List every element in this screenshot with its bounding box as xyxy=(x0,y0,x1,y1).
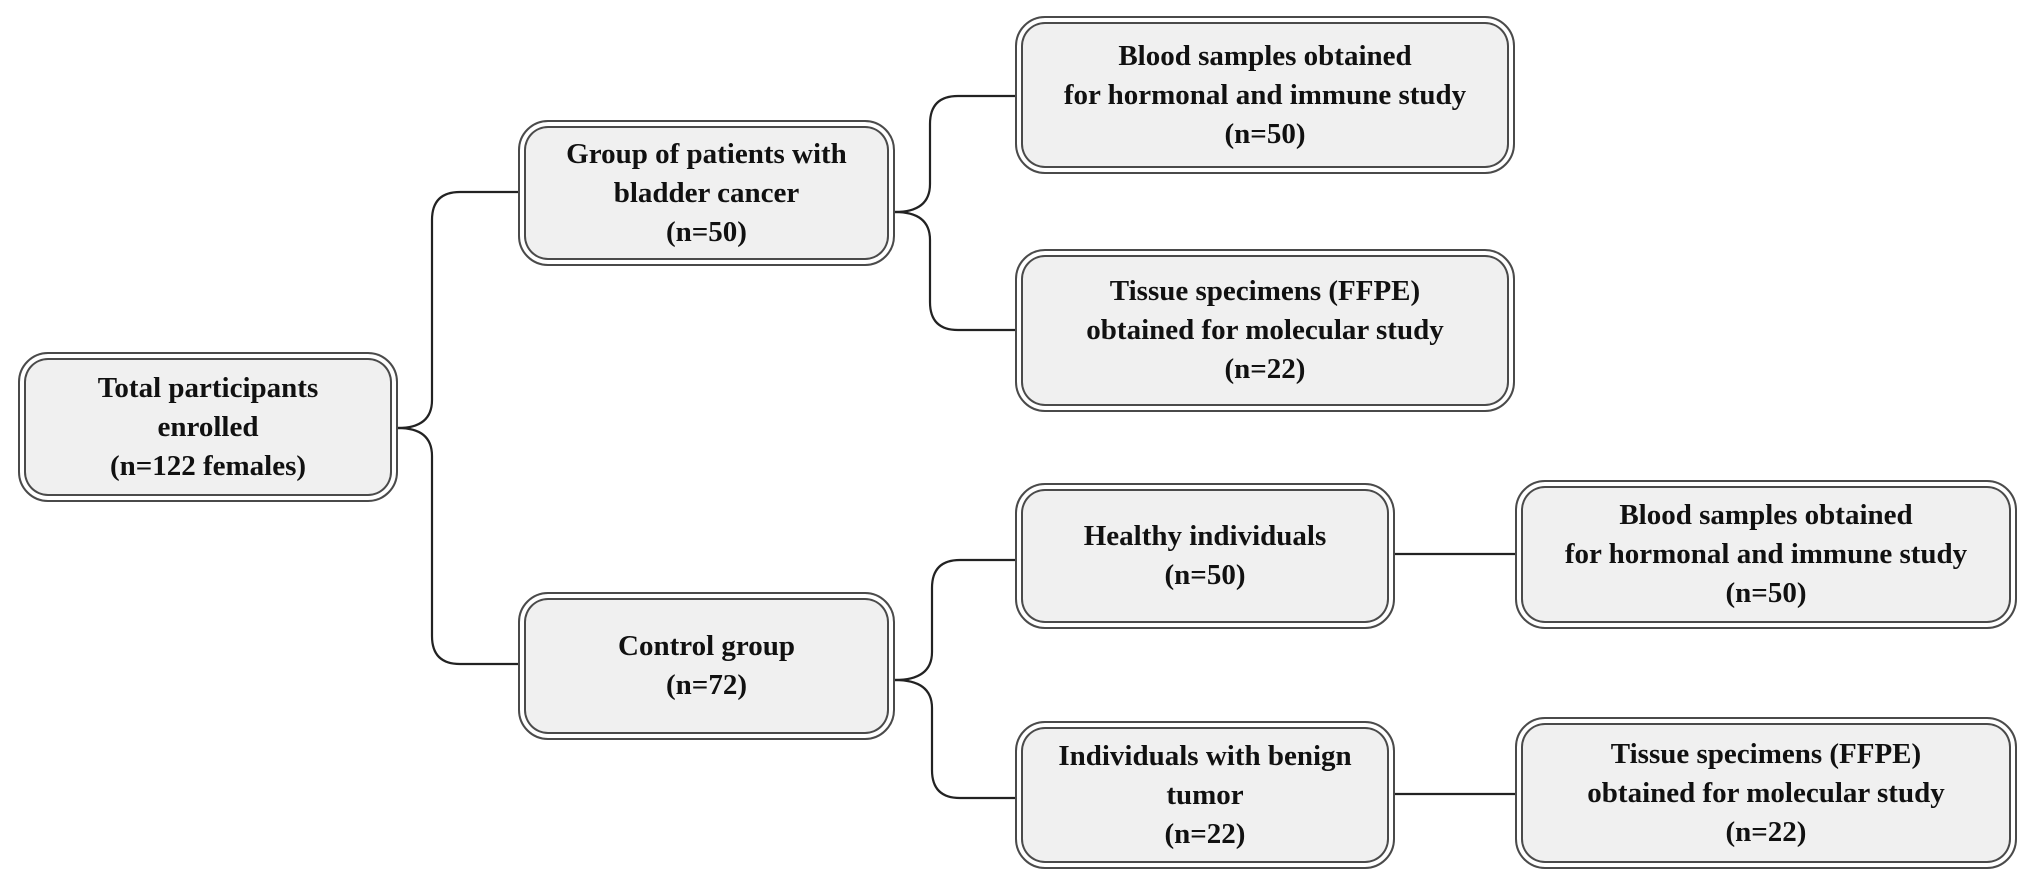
node-benign-tissue-specimens: Tissue specimens (FFPE) obtained for mol… xyxy=(1515,717,2017,869)
node-healthy-blood-samples: Blood samples obtained for hormonal and … xyxy=(1515,480,2017,629)
node-patients-tissue-specimens-label: Tissue specimens (FFPE) obtained for mol… xyxy=(1086,275,1444,385)
node-healthy-individuals: Healthy individuals (n=50) xyxy=(1015,483,1395,629)
node-benign-individuals-label: Individuals with benign tumor (n=22) xyxy=(1058,739,1352,850)
connector-total-to-patients xyxy=(397,190,518,430)
node-control-group: Control group (n=72) xyxy=(518,592,895,740)
node-patients-blood-samples: Blood samples obtained for hormonal and … xyxy=(1015,16,1515,174)
node-total-participants-label: Total participants enrolled (n=122 femal… xyxy=(97,371,319,482)
node-benign-individuals: Individuals with benign tumor (n=22) xyxy=(1015,721,1395,869)
node-patients-group: Group of patients with bladder cancer (n… xyxy=(518,120,895,266)
node-healthy-blood-samples-label: Blood samples obtained for hormonal and … xyxy=(1564,499,1968,609)
connector-patients-to-tissue xyxy=(894,210,1015,332)
node-healthy-individuals-label: Healthy individuals (n=50) xyxy=(1083,520,1327,591)
connector-control-to-benign xyxy=(894,678,1015,800)
connector-control-to-healthy xyxy=(894,558,1015,682)
connector-patients-to-blood xyxy=(894,94,1015,214)
node-patients-blood-samples-label: Blood samples obtained for hormonal and … xyxy=(1063,39,1467,150)
node-control-group-label: Control group (n=72) xyxy=(618,630,795,701)
node-patients-tissue-specimens: Tissue specimens (FFPE) obtained for mol… xyxy=(1015,249,1515,412)
node-patients-group-label: Group of patients with bladder cancer (n… xyxy=(566,137,847,248)
connector-total-to-control xyxy=(397,426,518,666)
node-benign-tissue-specimens-label: Tissue specimens (FFPE) obtained for mol… xyxy=(1587,737,1945,848)
node-total-participants: Total participants enrolled (n=122 femal… xyxy=(18,352,398,502)
